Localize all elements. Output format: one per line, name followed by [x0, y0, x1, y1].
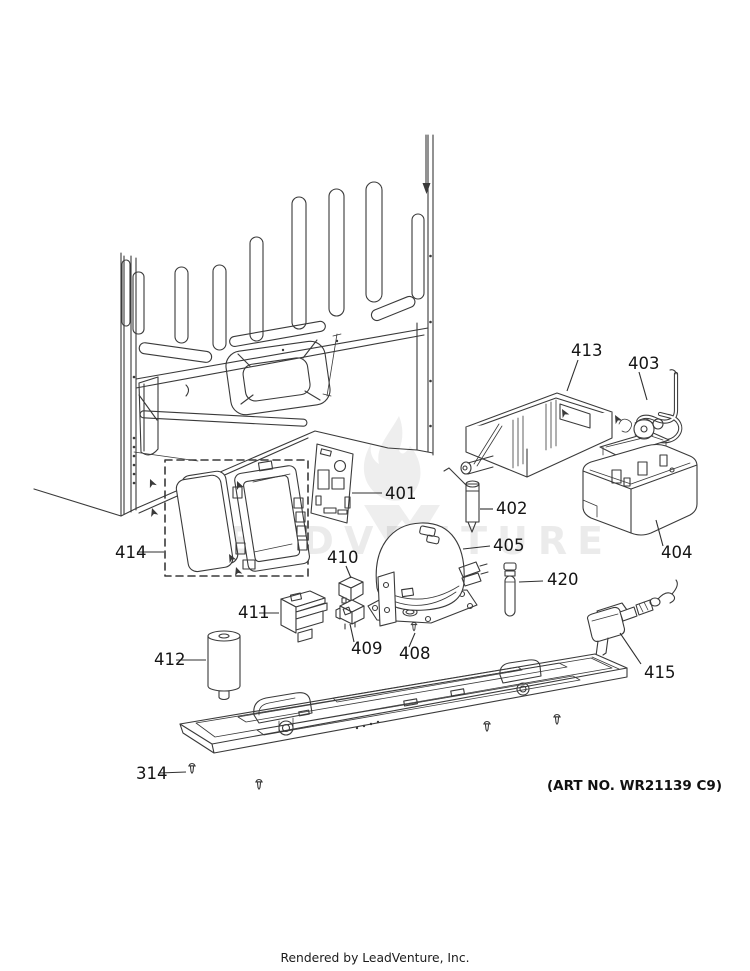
screw-408 [410, 622, 418, 632]
base-pan [179, 653, 628, 754]
dashed-group-box [164, 459, 309, 577]
part-405-compressor [367, 522, 489, 627]
part-404-fan-housing [582, 443, 698, 536]
part-410-relay [338, 576, 364, 607]
callout-415: 415 [619, 632, 676, 682]
callout-408: 408 [399, 632, 431, 663]
watermark-flame-icon [363, 416, 421, 501]
callout-401-label[interactable]: 401 [385, 484, 417, 503]
callout-405: 405 [462, 536, 525, 555]
screw-314 [188, 762, 196, 774]
callout-404-label[interactable]: 404 [661, 543, 693, 562]
part-401-control-board [310, 443, 354, 524]
callout-410-label[interactable]: 410 [327, 548, 359, 567]
callout-413: 413 [566, 341, 603, 392]
callout-403-label[interactable]: 403 [628, 354, 660, 373]
callout-402: 402 [480, 499, 528, 518]
callout-414: 414 [115, 543, 164, 562]
callout-409-label[interactable]: 409 [351, 639, 383, 658]
callout-411-label[interactable]: 411 [238, 603, 270, 622]
callout-314: 314 [136, 764, 187, 783]
part-412-capacitor [207, 630, 241, 701]
panel-vent-slots [121, 181, 425, 363]
part-411-starter-box [280, 590, 328, 643]
credit-line: Rendered by LeadVenture, Inc. [280, 951, 469, 965]
panel-handle-recess [225, 339, 331, 416]
callout-408-label[interactable]: 408 [399, 644, 431, 663]
callout-401: 401 [352, 484, 417, 503]
callout-413-label[interactable]: 413 [571, 341, 603, 360]
callout-409: 409 [349, 623, 383, 658]
art-number: (ART NO. WR21139 C9) [547, 778, 722, 794]
callouts: 401 402 403 404 405 408 409 410 411 412 … [115, 341, 693, 783]
part-414-cover-and-housing [147, 459, 310, 579]
callout-412: 412 [154, 650, 206, 669]
callout-415-label[interactable]: 415 [644, 663, 676, 682]
panel-left-pocket [138, 376, 159, 456]
control-housing [232, 460, 310, 572]
callout-420: 420 [518, 570, 579, 589]
callout-314-label[interactable]: 314 [136, 764, 168, 783]
callout-411: 411 [238, 603, 279, 622]
cover-plate [175, 474, 234, 573]
part-409-overload [335, 599, 365, 630]
callout-404: 404 [655, 519, 693, 562]
callout-402-label[interactable]: 402 [496, 499, 528, 518]
part-415-power-cord [586, 579, 678, 659]
callout-414-label[interactable]: 414 [115, 543, 147, 562]
part-402-drier [443, 467, 480, 533]
callout-403: 403 [628, 354, 660, 401]
part-413-drain-pan [460, 392, 613, 478]
part-420-tube [503, 562, 517, 617]
callout-412-label[interactable]: 412 [154, 650, 186, 669]
callout-405-label[interactable]: 405 [493, 536, 525, 555]
panel-left-holes [132, 254, 432, 485]
callout-420-label[interactable]: 420 [547, 570, 579, 589]
callout-410: 410 [327, 548, 359, 579]
direction-arrow-icon [422, 183, 431, 194]
cabinet-back-panel [33, 134, 434, 517]
